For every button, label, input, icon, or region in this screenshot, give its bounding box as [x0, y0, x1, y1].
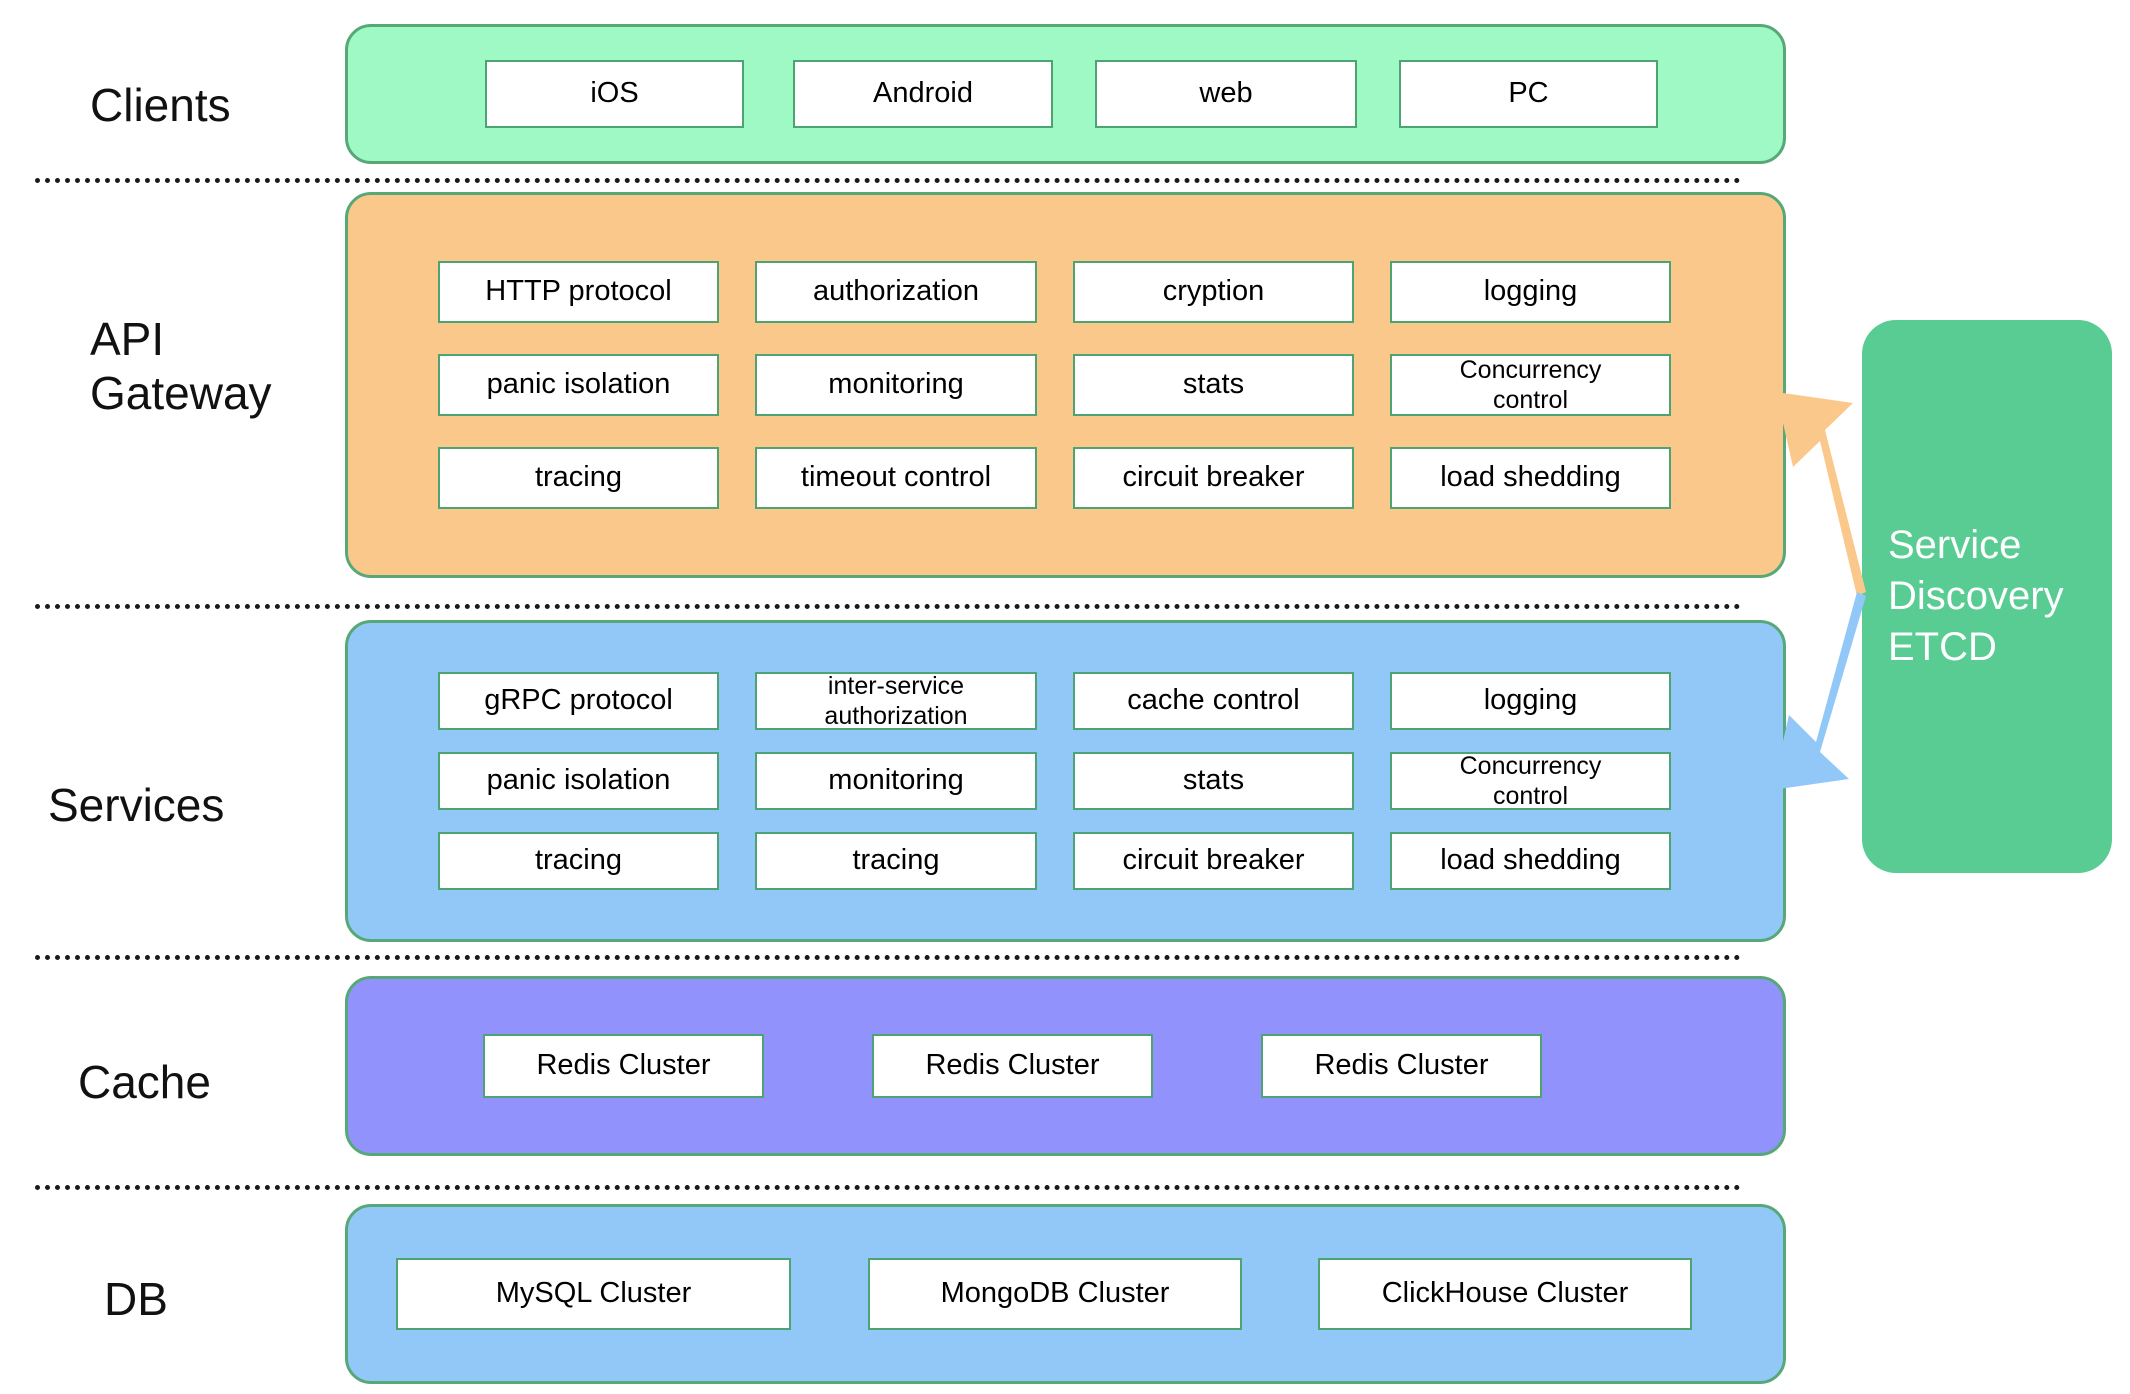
cache-redis-cluster-2[interactable]: Redis Cluster: [872, 1034, 1153, 1098]
cache-redis-cluster-3[interactable]: Redis Cluster: [1261, 1034, 1542, 1098]
separator-services-cache: [35, 955, 1741, 960]
services-stats[interactable]: stats: [1073, 752, 1354, 810]
gateway-http-protocol[interactable]: HTTP protocol: [438, 261, 719, 323]
separator-cache-db: [35, 1185, 1741, 1190]
db-mysql-cluster[interactable]: MySQL Cluster: [396, 1258, 791, 1330]
services-row-2: panic isolation monitoring stats Concurr…: [348, 752, 1783, 810]
gateway-authorization[interactable]: authorization: [755, 261, 1037, 323]
cache-row: Redis Cluster Redis Cluster Redis Cluste…: [348, 1034, 1783, 1098]
separator-clients-gateway: [35, 178, 1741, 183]
clients-row: iOS Android web PC: [348, 60, 1783, 128]
services-grpc-protocol[interactable]: gRPC protocol: [438, 672, 719, 730]
services-load-shedding[interactable]: load shedding: [1390, 832, 1671, 890]
row-label-api-gateway: API Gateway: [90, 313, 272, 420]
row-label-cache: Cache: [78, 1056, 211, 1108]
gateway-circuit-breaker[interactable]: circuit breaker: [1073, 447, 1354, 509]
separator-gateway-services: [35, 604, 1741, 609]
gateway-row-1: HTTP protocol authorization cryption log…: [348, 261, 1783, 323]
gateway-concurrency-control[interactable]: Concurrency control: [1390, 354, 1671, 416]
db-mongodb-cluster[interactable]: MongoDB Cluster: [868, 1258, 1242, 1330]
services-tracing-2[interactable]: tracing: [755, 832, 1037, 890]
client-web[interactable]: web: [1095, 60, 1357, 128]
db-row: MySQL Cluster MongoDB Cluster ClickHouse…: [348, 1258, 1783, 1330]
gateway-monitoring[interactable]: monitoring: [755, 354, 1037, 416]
client-ios[interactable]: iOS: [485, 60, 744, 128]
services-concurrency-control[interactable]: Concurrency control: [1390, 752, 1671, 810]
cache-redis-cluster-1[interactable]: Redis Cluster: [483, 1034, 764, 1098]
gateway-cryption[interactable]: cryption: [1073, 261, 1354, 323]
row-label-clients: Clients: [90, 79, 231, 131]
row-label-services: Services: [48, 779, 225, 831]
services-circuit-breaker[interactable]: circuit breaker: [1073, 832, 1354, 890]
services-logging[interactable]: logging: [1390, 672, 1671, 730]
services-monitoring[interactable]: monitoring: [755, 752, 1037, 810]
client-android[interactable]: Android: [793, 60, 1053, 128]
layer-api-gateway: HTTP protocol authorization cryption log…: [345, 192, 1786, 578]
layer-cache: Redis Cluster Redis Cluster Redis Cluste…: [345, 976, 1786, 1156]
layer-services: gRPC protocol inter-service authorizatio…: [345, 620, 1786, 942]
db-clickhouse-cluster[interactable]: ClickHouse Cluster: [1318, 1258, 1692, 1330]
gateway-tracing[interactable]: tracing: [438, 447, 719, 509]
gateway-stats[interactable]: stats: [1073, 354, 1354, 416]
gateway-row-3: tracing timeout control circuit breaker …: [348, 447, 1783, 509]
services-tracing-1[interactable]: tracing: [438, 832, 719, 890]
gateway-load-shedding[interactable]: load shedding: [1390, 447, 1671, 509]
gateway-timeout-control[interactable]: timeout control: [755, 447, 1037, 509]
services-row-1: gRPC protocol inter-service authorizatio…: [348, 672, 1783, 730]
layer-clients: iOS Android web PC: [345, 24, 1786, 164]
services-panic-isolation[interactable]: panic isolation: [438, 752, 719, 810]
service-discovery-etcd[interactable]: Service Discovery ETCD: [1862, 320, 2112, 873]
services-row-3: tracing tracing circuit breaker load she…: [348, 832, 1783, 890]
arrow-etcd-to-api-gateway: [1776, 392, 1866, 596]
services-inter-service-authorization[interactable]: inter-service authorization: [755, 672, 1037, 730]
layer-db: MySQL Cluster MongoDB Cluster ClickHouse…: [345, 1204, 1786, 1384]
gateway-panic-isolation[interactable]: panic isolation: [438, 354, 719, 416]
services-cache-control[interactable]: cache control: [1073, 672, 1354, 730]
gateway-row-2: panic isolation monitoring stats Concurr…: [348, 354, 1783, 416]
arrow-etcd-to-services: [1772, 592, 1866, 790]
row-label-db: DB: [104, 1273, 168, 1325]
client-pc[interactable]: PC: [1399, 60, 1658, 128]
gateway-logging[interactable]: logging: [1390, 261, 1671, 323]
